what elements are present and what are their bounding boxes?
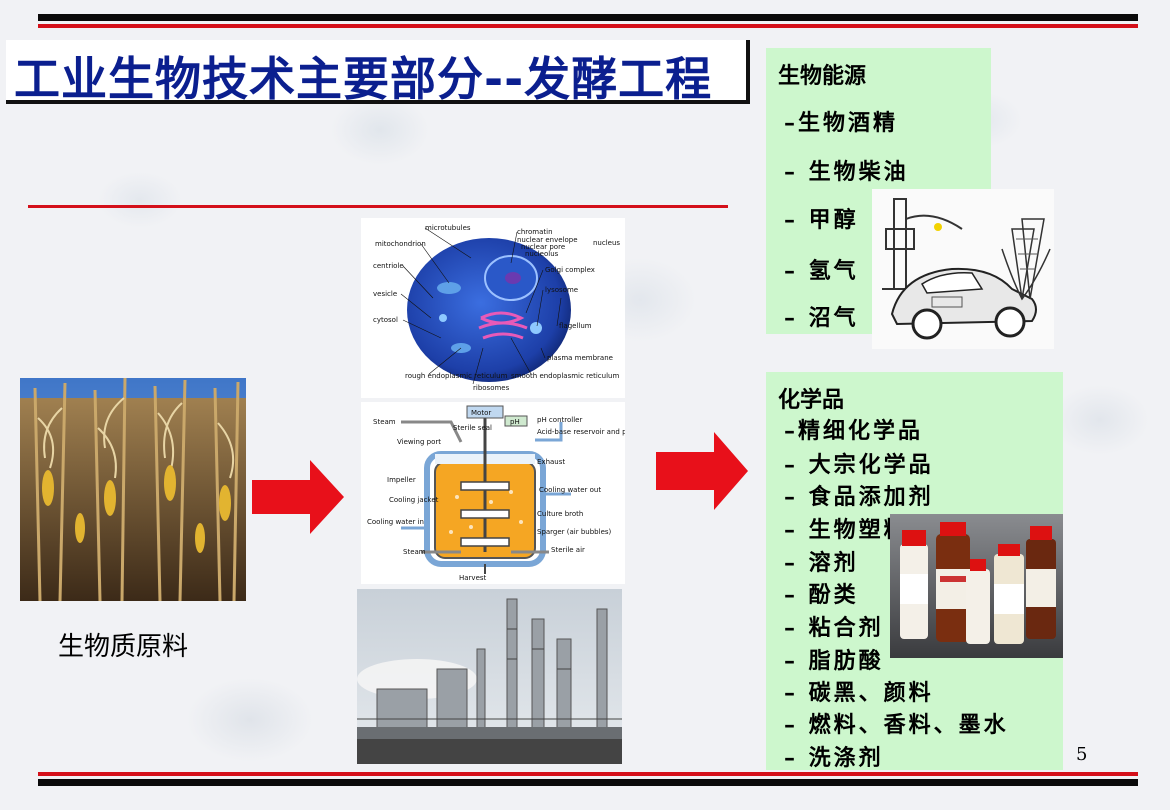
chemicals-item: – 溶剂 bbox=[784, 550, 859, 576]
slide-title: 工业生物技术主要部分--发酵工程 bbox=[14, 52, 713, 106]
chemicals-item: – 燃料、香料、墨水 bbox=[784, 712, 1009, 738]
cell-label: mitochondrion bbox=[375, 240, 426, 248]
chemicals-item: – 食品添加剂 bbox=[784, 484, 934, 510]
energy-item: – 氢气 bbox=[784, 258, 859, 284]
reactor-label: pH controller bbox=[537, 416, 582, 424]
title-box bbox=[6, 40, 750, 104]
energy-item: –生物酒精 bbox=[784, 110, 899, 136]
reactor-label: Harvest bbox=[459, 574, 487, 582]
corn-field-image bbox=[20, 378, 246, 601]
reactor-label: Exhaust bbox=[537, 458, 565, 466]
biofuel-car-image bbox=[872, 189, 1054, 349]
chemical-bottles-image bbox=[890, 514, 1063, 658]
reactor-label: Cooling jacket bbox=[389, 496, 439, 504]
cell-label: smooth endoplasmic reticulum bbox=[511, 372, 619, 380]
reactor-label: Viewing port bbox=[397, 438, 441, 446]
raw-material-caption: 生物质原料 bbox=[58, 632, 189, 662]
reactor-label: Steam bbox=[403, 548, 426, 556]
cell-diagram-image: microtubules chromatin nuclear envelope … bbox=[361, 218, 625, 398]
cell-label: lysosome bbox=[545, 286, 578, 294]
reactor-label: Motor bbox=[471, 409, 491, 417]
cell-label: rough endoplasmic reticulum bbox=[405, 372, 508, 380]
cell-label: microtubules bbox=[425, 224, 471, 232]
chemicals-heading: 化学品 bbox=[778, 388, 845, 413]
cell-label: plasma membrane bbox=[547, 354, 613, 362]
arrow-right-icon bbox=[252, 460, 344, 538]
arrow-right-icon bbox=[656, 432, 748, 514]
divider-line bbox=[28, 205, 728, 208]
chemicals-item: – 大宗化学品 bbox=[784, 452, 934, 478]
reactor-label: Culture broth bbox=[537, 510, 583, 518]
chemicals-item: – 生物塑料 bbox=[784, 517, 909, 543]
cell-label: nuclear envelope bbox=[517, 236, 578, 244]
cell-label: Golgi complex bbox=[545, 266, 595, 274]
reactor-label: pH bbox=[510, 418, 520, 426]
cell-label: ribosomes bbox=[473, 384, 510, 392]
reactor-label: Steam bbox=[373, 418, 396, 426]
reactor-label: Cooling water in bbox=[367, 518, 424, 526]
reactor-label: Sterile seal bbox=[453, 424, 492, 432]
cell-label: nucleolus bbox=[525, 250, 559, 258]
energy-item: – 沼气 bbox=[784, 305, 859, 331]
cell-label: flagellum bbox=[559, 322, 592, 330]
page-number: 5 bbox=[1076, 744, 1088, 765]
reactor-label: Impeller bbox=[387, 476, 416, 484]
cell-label: cytosol bbox=[373, 316, 398, 324]
bottom-bar-black bbox=[38, 779, 1138, 786]
bioreactor-diagram-image: Motor pH Steam Sterile seal pH controlle… bbox=[361, 402, 625, 584]
chemicals-item: – 碳黑、颜料 bbox=[784, 680, 934, 706]
top-bar-black bbox=[38, 14, 1138, 21]
chemicals-item: –精细化学品 bbox=[784, 418, 924, 444]
cell-label: nucleus bbox=[593, 239, 620, 247]
cell-label: vesicle bbox=[373, 290, 397, 298]
cell-label: centriole bbox=[373, 262, 404, 270]
chemicals-item: – 脂肪酸 bbox=[784, 648, 884, 674]
cell-label: nuclear pore bbox=[521, 243, 565, 251]
reactor-label: Sterile air bbox=[551, 546, 585, 554]
energy-item: – 甲醇 bbox=[784, 207, 859, 233]
refinery-photo-image bbox=[357, 589, 622, 764]
chemicals-item: – 粘合剂 bbox=[784, 615, 884, 641]
reactor-label: Acid-base reservoir and pump bbox=[537, 428, 625, 436]
top-bar-red bbox=[38, 24, 1138, 28]
bottom-bar-red bbox=[38, 772, 1138, 776]
energy-item: – 生物柴油 bbox=[784, 159, 909, 185]
chemicals-item: – 洗涤剂 bbox=[784, 745, 884, 771]
cell-label: chromatin bbox=[517, 228, 553, 236]
chemicals-item: – 酚类 bbox=[784, 582, 859, 608]
energy-heading: 生物能源 bbox=[778, 64, 867, 89]
reactor-label: Sparger (air bubbles) bbox=[537, 528, 612, 536]
reactor-label: Cooling water out bbox=[539, 486, 601, 494]
